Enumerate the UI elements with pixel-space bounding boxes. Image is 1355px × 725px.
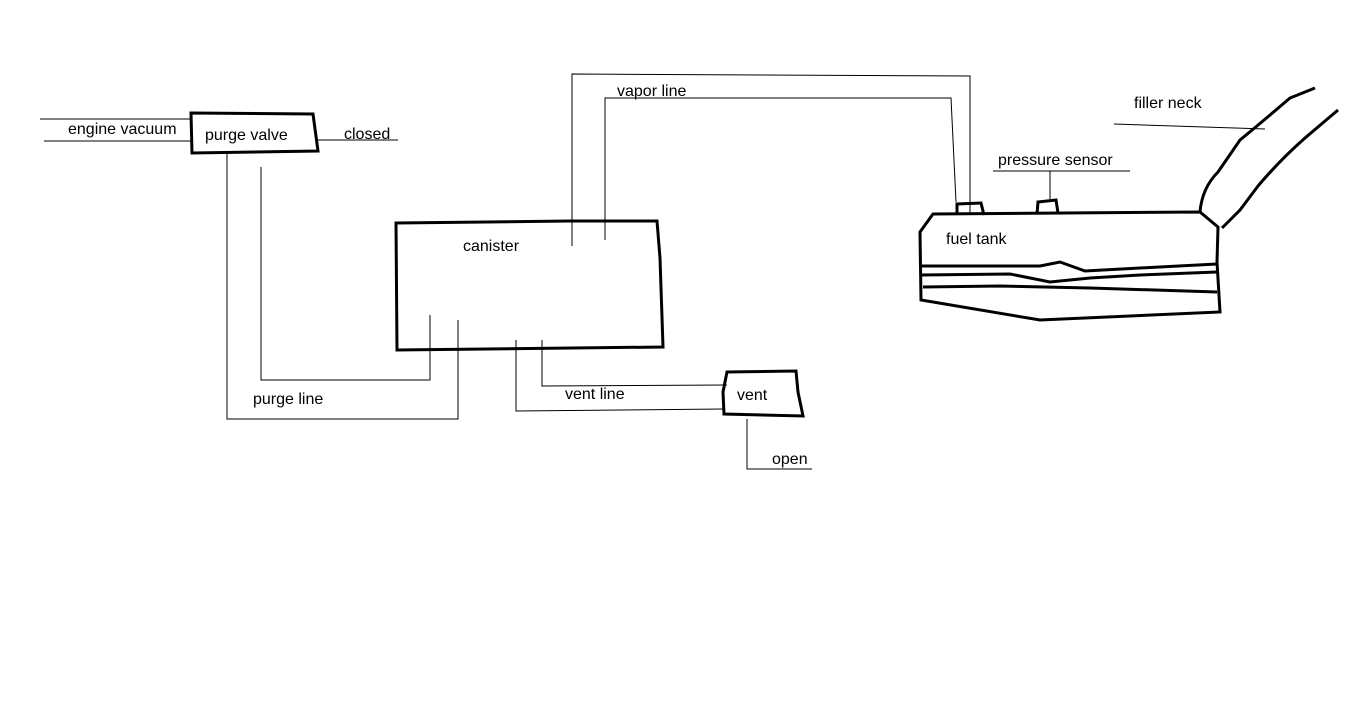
engine-vacuum-label: engine vacuum xyxy=(68,121,177,138)
vent-line-outer xyxy=(515,340,725,412)
vapor-line-inner xyxy=(604,97,957,240)
filler-neck-tube-right xyxy=(1220,108,1339,230)
fuel-level-line-3 xyxy=(922,284,1218,294)
filler-neck-label: filler neck xyxy=(1134,95,1203,112)
filler-neck-line xyxy=(1113,123,1266,130)
open-label: open xyxy=(772,451,808,468)
canister-box xyxy=(394,219,665,352)
vent-box xyxy=(721,369,805,418)
canister-label: canister xyxy=(463,238,520,255)
vent-line-inner xyxy=(541,340,728,387)
fuel-level-line-1 xyxy=(921,260,1218,273)
purge-line-label: purge line xyxy=(253,391,323,408)
fuel-tank-label: fuel tank xyxy=(946,231,1007,248)
purge-line-outer xyxy=(226,153,459,420)
vent-line-label: vent line xyxy=(565,386,625,403)
fuel-level-line-2 xyxy=(920,270,1218,284)
fuel-tank-body xyxy=(918,210,1222,322)
vapor-line-label: vapor line xyxy=(617,83,686,100)
vapor-line-outer xyxy=(571,73,971,246)
vapor-port xyxy=(955,201,986,216)
purge-line-inner xyxy=(260,167,431,381)
purge-valve-box xyxy=(189,111,320,155)
vent-label: vent xyxy=(737,387,768,404)
pressure-sensor-label: pressure sensor xyxy=(998,152,1113,169)
open-line xyxy=(746,419,812,470)
filler-neck-tube-left xyxy=(1198,86,1316,213)
pressure-sensor-fitting xyxy=(1035,198,1060,215)
closed-label: closed xyxy=(344,126,390,143)
purge-valve-label: purge valve xyxy=(205,127,288,144)
